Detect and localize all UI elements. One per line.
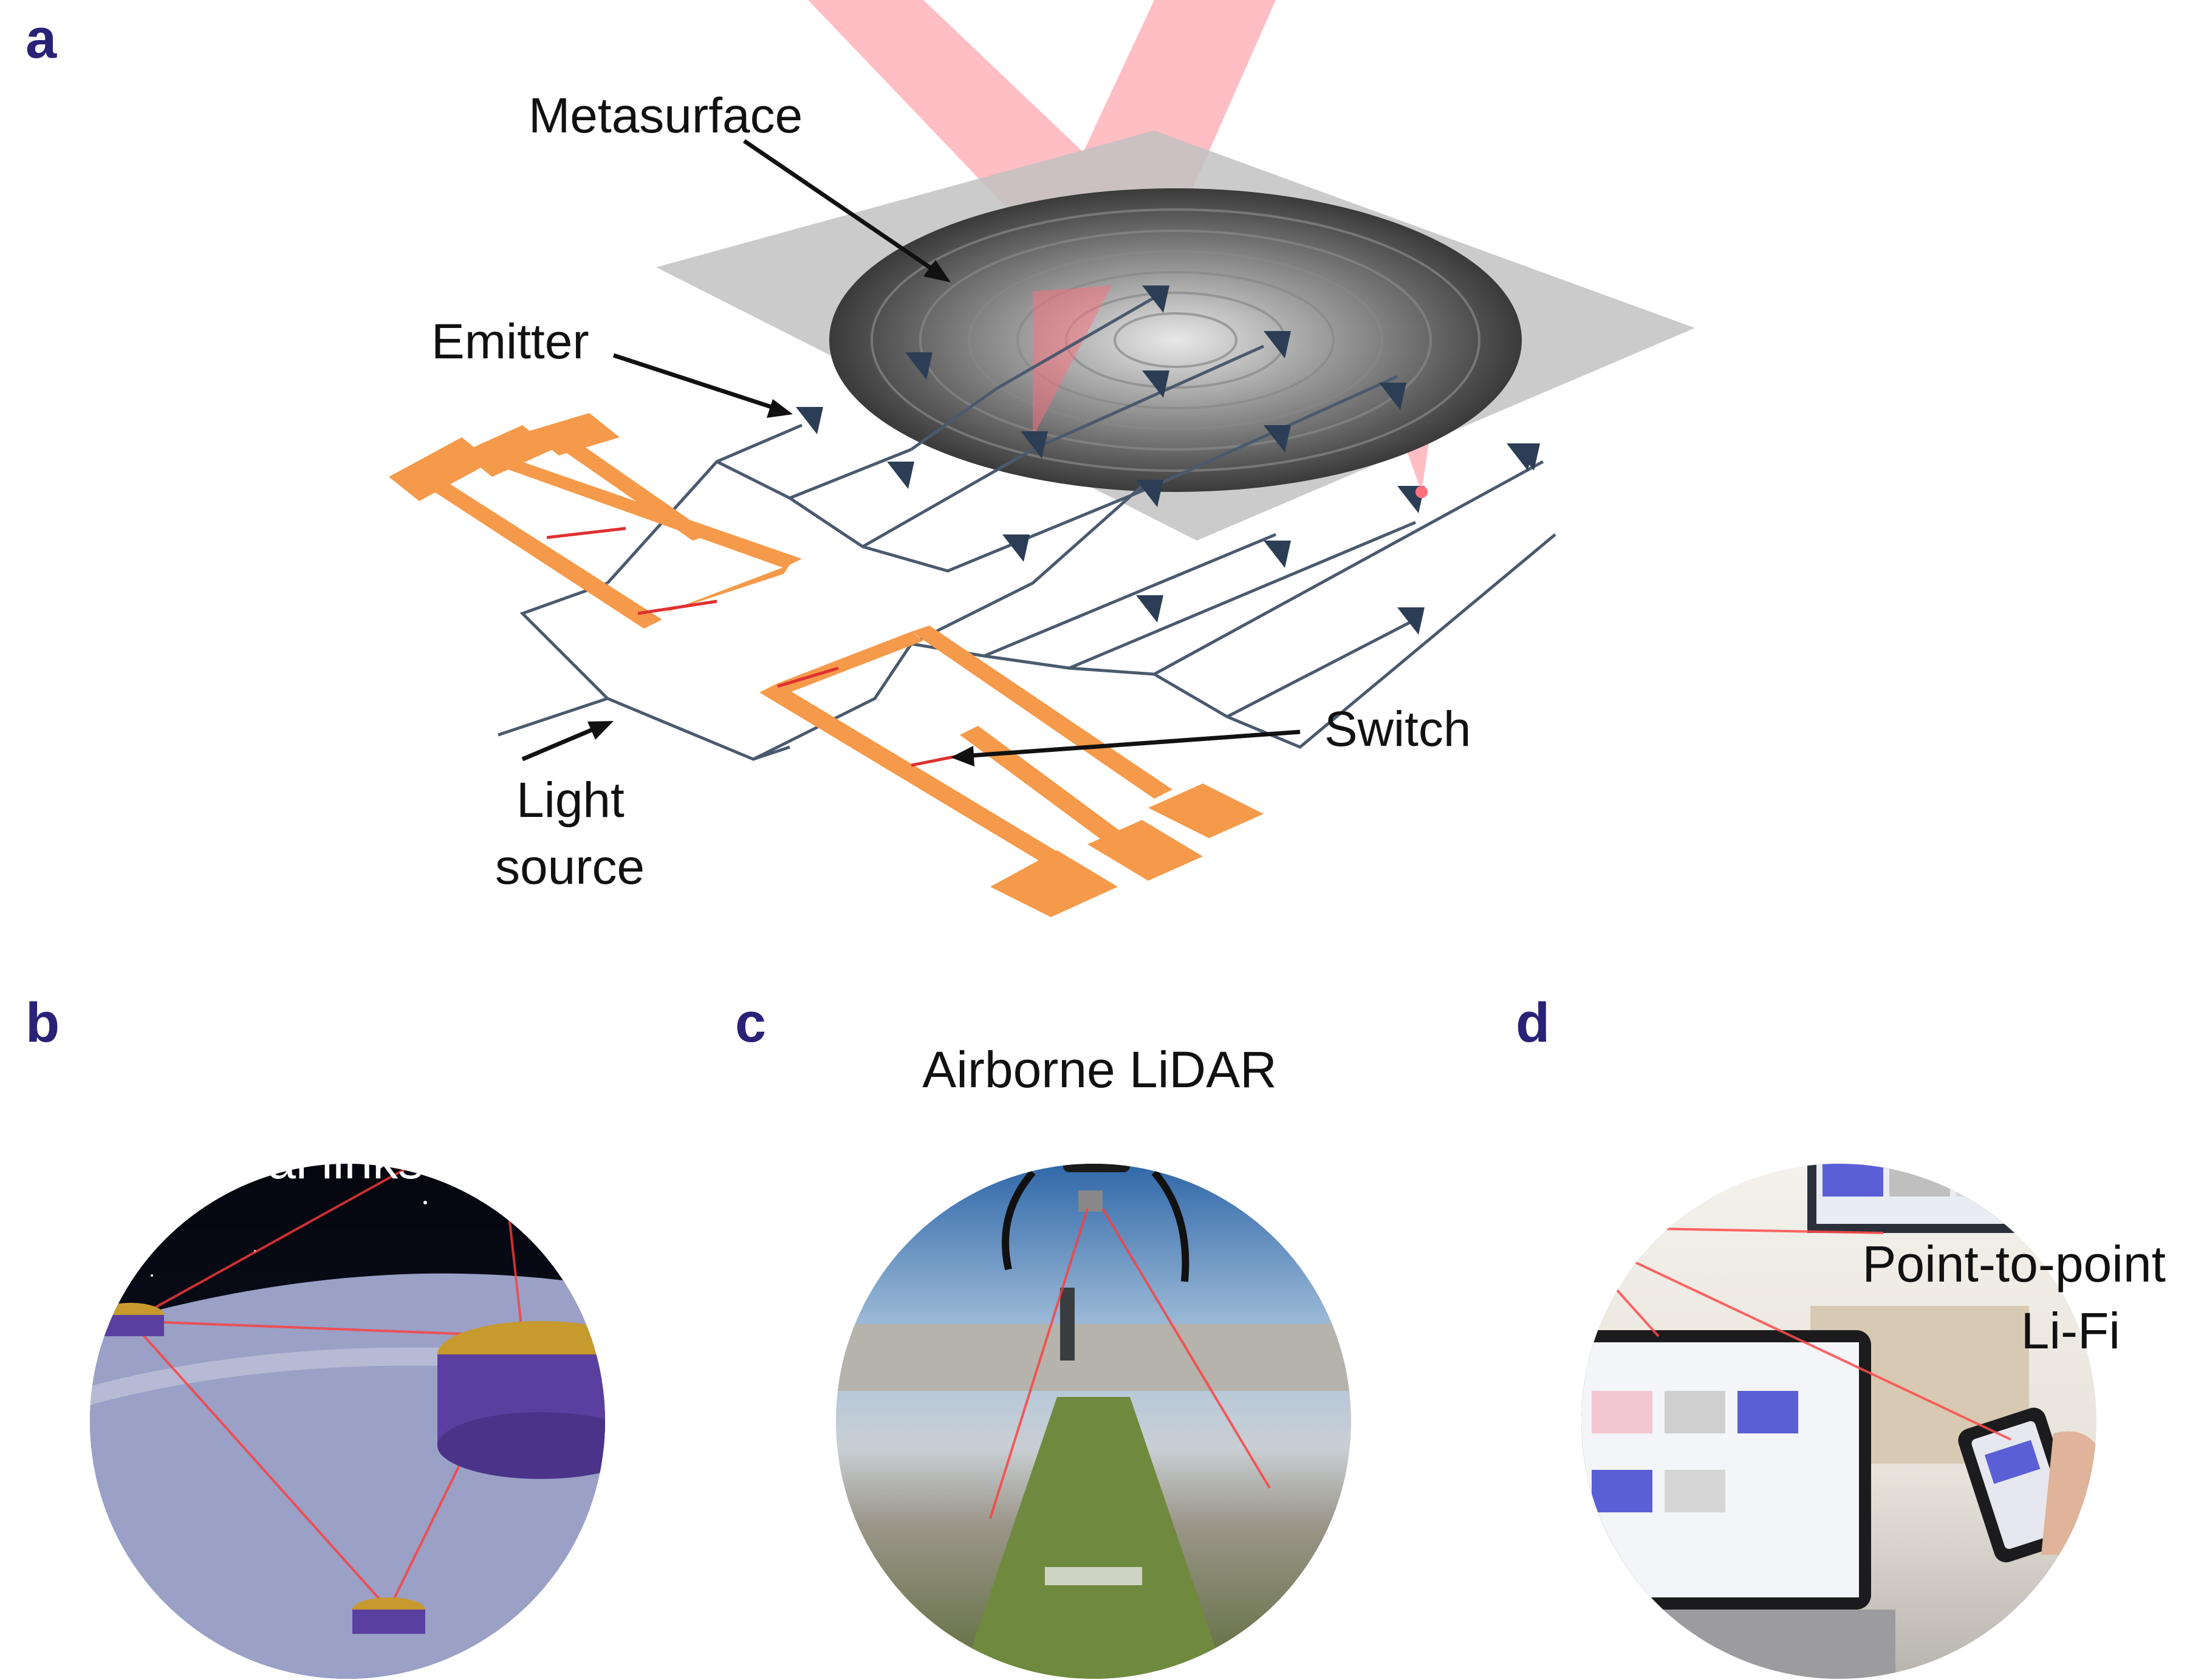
- panel-a-letter: a: [26, 8, 57, 70]
- drone-scene: [836, 1164, 1351, 1679]
- panel-c-letter: c: [735, 992, 766, 1054]
- panel-b: b: [26, 992, 605, 1679]
- label-emitter: Emitter: [431, 314, 589, 369]
- label-metasurface: Metasurface: [529, 88, 803, 143]
- panel-d: d: [1516, 992, 2166, 1679]
- label-switch: Switch: [1324, 702, 1471, 757]
- panel-b-letter: b: [26, 992, 60, 1054]
- satellite-small-1: [97, 1303, 164, 1336]
- label-optical-links: optical links: [160, 1132, 423, 1189]
- label-point-to-point: Point-to-point: [1862, 1235, 2166, 1292]
- laptop-cards: [1592, 1391, 1798, 1512]
- emitter-array: [796, 285, 1540, 635]
- tower-building: [1060, 1288, 1075, 1361]
- metasurface-rings: [829, 188, 1522, 492]
- panel-a: a: [26, 0, 1695, 917]
- satellite-scene: [90, 1102, 605, 1679]
- switch-electrodes-bottom: [759, 626, 1264, 917]
- label-light-line1: Light: [516, 773, 625, 828]
- lifi-transmitter: [1553, 1220, 1567, 1234]
- switch-electrodes-top: [389, 413, 802, 629]
- panel-d-letter: d: [1516, 992, 1550, 1054]
- label-lifi: Li-Fi: [2021, 1302, 2120, 1359]
- lidar-beams: [989, 1207, 1271, 1519]
- beam-reflection: [1033, 285, 1112, 437]
- drone: [971, 1164, 1240, 1282]
- label-light-line2: source: [495, 839, 645, 895]
- satellite-small-3: [352, 1597, 425, 1634]
- panel-c: c Airborne LiDAR: [735, 992, 1351, 1679]
- label-airborne-lidar: Airborne LiDAR: [922, 1041, 1277, 1098]
- satellite-small-2: [471, 1102, 525, 1127]
- phone: [1958, 1407, 2082, 1563]
- tv-cards: [1823, 1164, 2017, 1197]
- satellite-large: [437, 1321, 605, 1479]
- annotation-arrows: [521, 139, 1301, 767]
- label-inter-satellite: Inter-satellite: [146, 1065, 438, 1122]
- laptop-keyboard: [1581, 1610, 1895, 1679]
